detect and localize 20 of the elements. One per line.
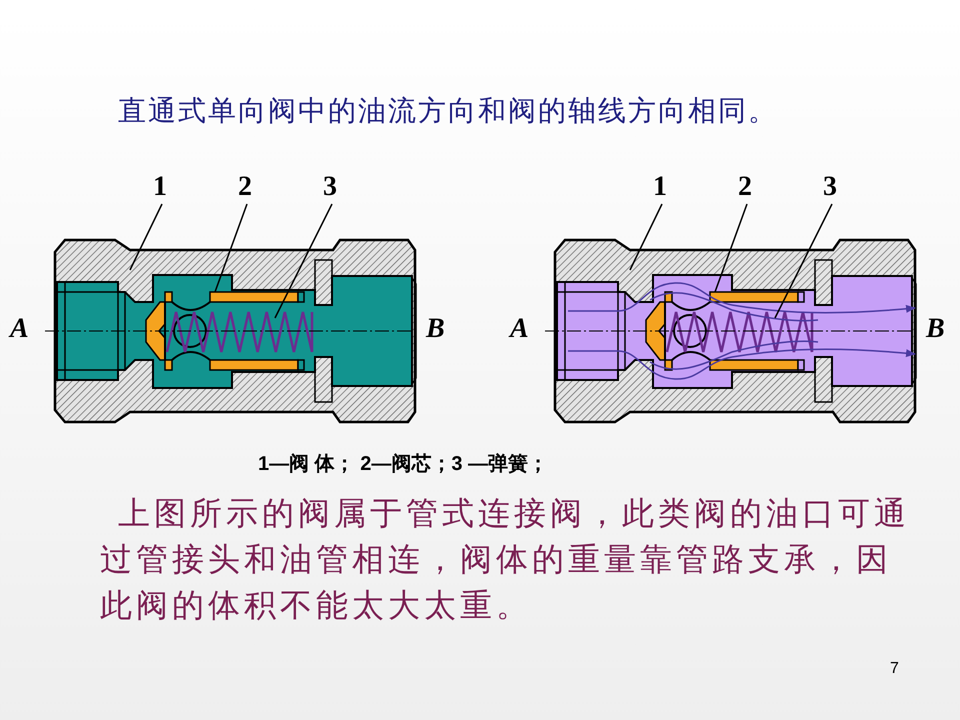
leader-line	[774, 204, 833, 318]
port-letter: A	[510, 313, 529, 345]
callout-number: 3	[318, 172, 342, 202]
port-letter: A	[10, 313, 29, 345]
callout-number: 1	[148, 172, 172, 202]
page-number: 7	[890, 660, 899, 678]
callout-number: 1	[648, 172, 672, 202]
leader-line	[129, 204, 163, 270]
callout-number: 3	[818, 172, 842, 202]
leader-line	[274, 204, 333, 318]
port-letter: B	[926, 313, 945, 345]
leader-line	[629, 204, 663, 270]
port-letter: B	[426, 313, 445, 345]
leader-line	[714, 204, 748, 292]
body-paragraph: 上图所示的阀属于管式连接阀，此类阀的油口可通过管接头和油管相连，阀体的重量靠管路支承，因此阀的体积不能太大太重。	[100, 494, 911, 625]
callout-number: 2	[733, 172, 757, 202]
title-text: 直通式单向阀中的油流方向和阀的轴线方向相同。	[118, 95, 778, 129]
leader-line	[214, 204, 248, 292]
parts-legend: 1—阀 体； 2—阀芯；3 —弹簧；	[258, 450, 548, 477]
callout-number: 2	[233, 172, 257, 202]
